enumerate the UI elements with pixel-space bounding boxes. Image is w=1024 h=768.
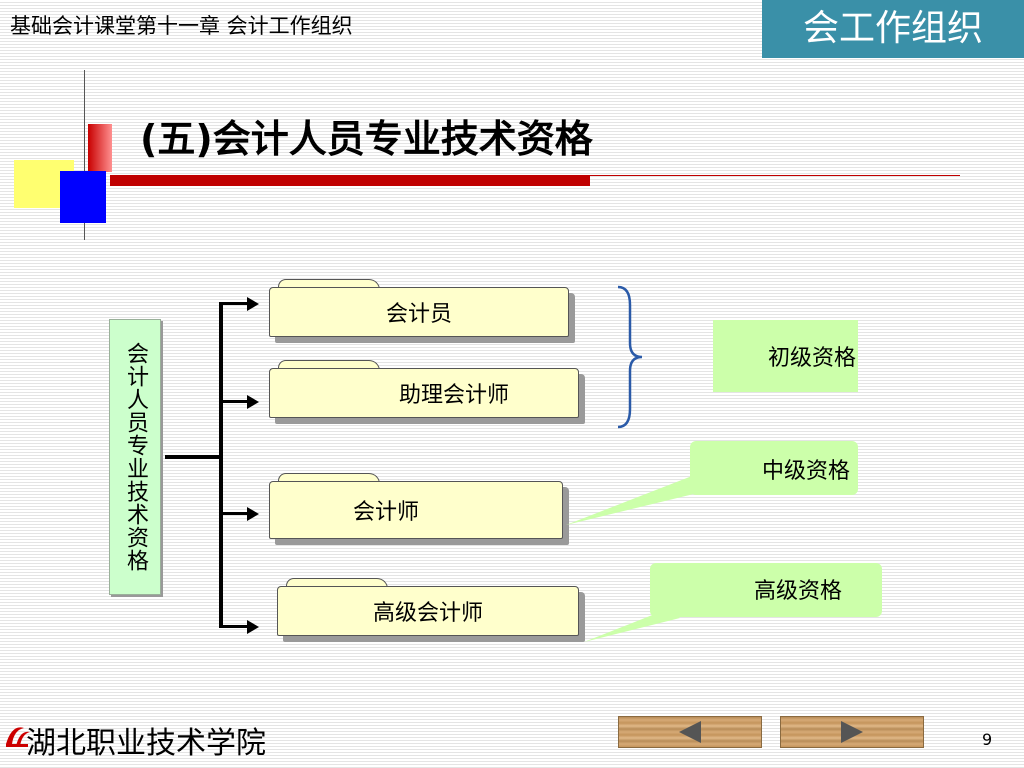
position-box: 会计师: [269, 481, 563, 539]
next-slide-button[interactable]: [780, 716, 924, 748]
course-title: 基础会计课堂第十一章 会计工作组织: [10, 14, 353, 38]
level-label: 中级资格: [761, 459, 850, 484]
decor-vertical-line: [84, 70, 85, 240]
level-label: 初级资格: [767, 346, 856, 371]
connector-arrow-3: [223, 512, 249, 515]
position-label: 会计师: [352, 500, 419, 525]
level-box: 初级资格: [713, 320, 858, 392]
position-label: 高级会计师: [372, 601, 483, 626]
triangle-left-icon: [679, 721, 701, 743]
callout-pointer-mid: [566, 476, 702, 525]
arrowhead-1: [247, 297, 259, 311]
position-box: 会计员: [269, 287, 569, 337]
level-box: 高级资格: [650, 563, 882, 617]
decor-thin-line: [590, 175, 960, 176]
position-box: 高级会计师: [277, 586, 579, 636]
decor-red-square: [88, 124, 112, 172]
page-number: 9: [982, 730, 993, 749]
section-title: (五)会计人员专业技术资格: [140, 117, 593, 161]
curly-brace: [617, 285, 643, 429]
position-label: 助理会计师: [398, 383, 509, 408]
school-name: 湖北职业技术学院: [26, 726, 266, 761]
decor-blue-square: [60, 171, 106, 223]
connector-horizontal: [165, 455, 223, 459]
position-label: 会计员: [385, 302, 452, 327]
connector-arrow-2: [223, 400, 249, 403]
arrowhead-4: [247, 620, 259, 634]
root-label-box: 会计人员专业技术资格: [109, 319, 161, 595]
arrowhead-3: [247, 507, 259, 521]
root-label: 会计人员专业技术资格: [123, 342, 148, 572]
connector-arrow-4: [223, 625, 249, 628]
arrowhead-2: [247, 395, 259, 409]
chapter-tag: 会工作组织: [762, 0, 1024, 58]
triangle-right-icon: [841, 721, 863, 743]
school-logo: [6, 727, 30, 747]
level-box: 中级资格: [690, 441, 858, 495]
position-box: 助理会计师: [269, 368, 579, 418]
connector-vertical: [219, 302, 223, 628]
decor-red-bar: [110, 175, 590, 186]
prev-slide-button[interactable]: [618, 716, 762, 748]
level-label: 高级资格: [753, 579, 842, 604]
connector-arrow-1: [223, 302, 249, 305]
